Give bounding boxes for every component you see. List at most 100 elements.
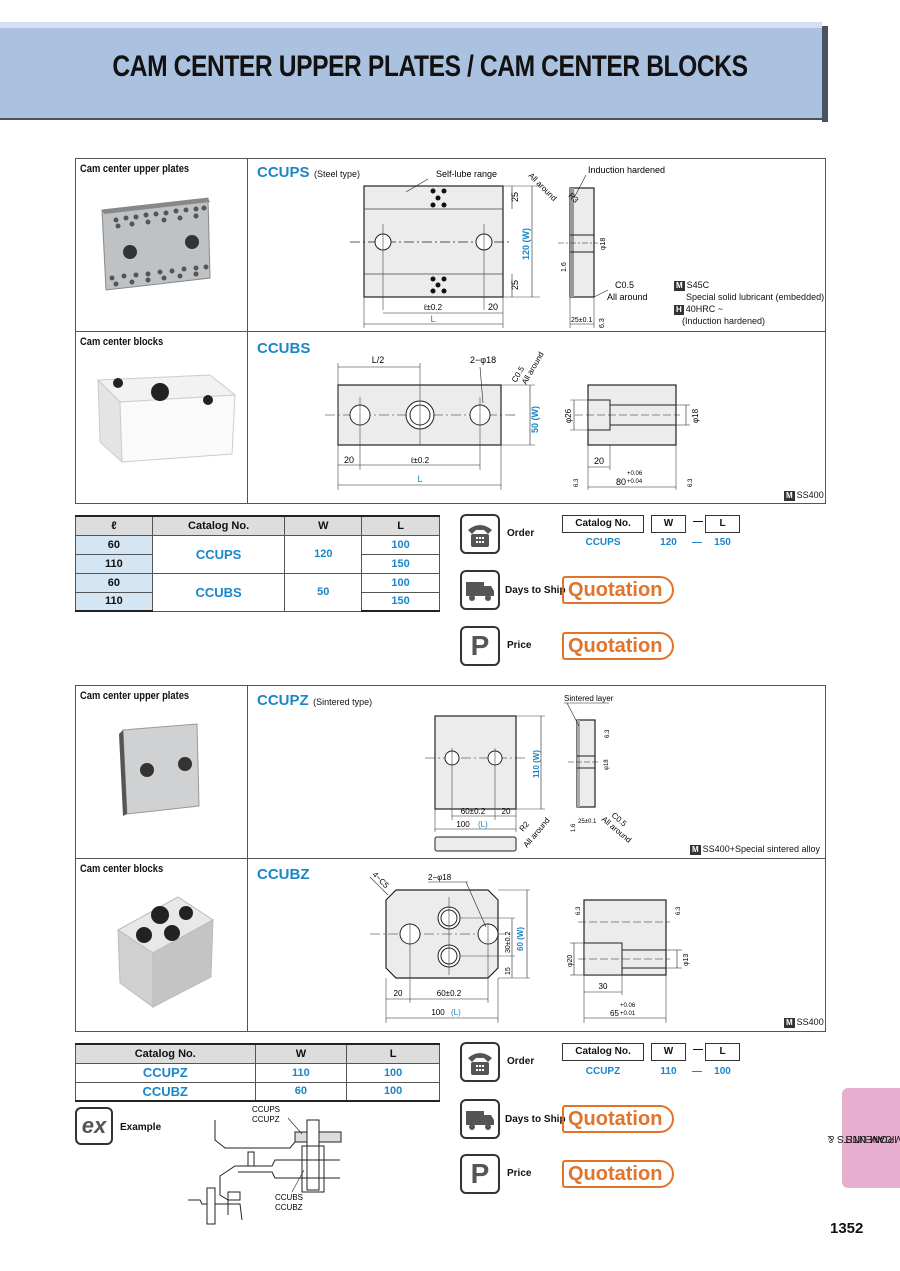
dim-16: 1.6 — [571, 823, 577, 832]
price-icon: P — [460, 626, 500, 666]
table-row: 110 150 — [75, 553, 440, 574]
th-catalog: Catalog No. — [75, 1043, 256, 1064]
phone-icon — [460, 1042, 500, 1082]
page-title: CAM CENTER UPPER PLATES / CAM CENTER BLO… — [112, 50, 748, 83]
th-L: L — [346, 1043, 440, 1064]
dim-L: L — [417, 474, 422, 484]
dim-20: 20 — [502, 807, 511, 816]
dim-25t: 25±0.1 — [578, 819, 597, 825]
dim-65: 65 — [610, 1009, 619, 1018]
example-upper-2: CCUPZ — [252, 1115, 280, 1124]
th-catalog: Catalog No. — [151, 515, 286, 536]
callout-holes: 2−φ18 — [470, 355, 496, 365]
order-box-w: W — [651, 515, 686, 533]
price-icon: P — [460, 1154, 500, 1194]
dim-63a: 6.3 — [574, 478, 580, 487]
dim-w: 110 (W) — [532, 750, 541, 778]
order-example-l: 100 — [714, 1066, 731, 1077]
table-row: CCUBZ 60 100 — [75, 1081, 440, 1102]
tol-minus: +0.04 — [627, 479, 643, 485]
product-label: Cam center upper plates — [80, 163, 190, 175]
product-image-upper-plate-sintered — [119, 723, 200, 816]
order-label: Order — [507, 1056, 535, 1067]
dim-63: 6.3 — [605, 729, 611, 738]
divider — [75, 331, 826, 332]
product-label: Cam center blocks — [80, 336, 164, 348]
order-box-l: L — [705, 1043, 740, 1061]
table-row: 60 CCUBS 50 100 — [75, 572, 440, 612]
order-box-catalog: Catalog No. — [562, 1043, 644, 1061]
page-number: 1352 — [830, 1220, 864, 1237]
tol-plus: +0.06 — [620, 1003, 636, 1009]
dim-100: 100 — [456, 820, 470, 829]
product-image-block-steel — [96, 374, 237, 464]
example-lower-2: CCUBZ — [275, 1203, 303, 1212]
dim-l-tol: ℓ±0.2 — [410, 456, 430, 465]
dim-phi20: φ20 — [567, 955, 574, 967]
price-label: Price — [507, 640, 532, 651]
dim-20b: 20 — [594, 456, 604, 466]
order-example-w: 110 — [660, 1066, 677, 1077]
order-example-dash: — — [692, 1066, 702, 1077]
dim-w: 60 (W) — [516, 927, 525, 951]
callout-holes: 2−φ18 — [428, 873, 452, 882]
spec-table-1: ℓ Catalog No. W L 60 CCUPS 120 100 110 1… — [75, 515, 440, 612]
dim-l2: L/2 — [372, 355, 385, 365]
table-row: 60 CCUPS 120 100 — [75, 534, 440, 574]
side-tab[interactable] — [842, 1088, 900, 1188]
example-icon: ex — [75, 1107, 113, 1145]
dim-63: 6.3 — [599, 318, 606, 328]
days-to-ship-label: Days to Ship — [505, 585, 566, 596]
days-to-ship-value: Quotation — [562, 1105, 675, 1133]
order-example-w: 120 — [660, 537, 677, 548]
dim-16: 1.6 — [561, 262, 568, 272]
dim-80: 80 — [616, 477, 626, 487]
callout-c05: C0.5 — [615, 280, 634, 290]
order-dash: — — [693, 516, 703, 527]
product-image-upper-plate-steel — [101, 197, 211, 291]
dim-L: (L) — [451, 1008, 461, 1017]
price-label: Price — [507, 1168, 532, 1179]
dim-20: 20 — [344, 455, 354, 465]
example-upper-1: CCUPS — [252, 1105, 280, 1114]
product-code-ccupz: CCUPZ (Sintered type) — [257, 692, 373, 709]
banner-shadow — [822, 26, 828, 122]
dim-60: 60±0.2 — [461, 807, 486, 816]
dim-L: L — [430, 314, 435, 324]
phone-icon — [460, 514, 500, 554]
side-tab-label: CAM UNITS &COMPONENTS — [827, 1132, 900, 1144]
example-label: Example — [120, 1122, 162, 1133]
callout-all-around-2: All around — [607, 292, 648, 302]
truck-icon — [460, 1099, 500, 1139]
callout-sintered: Sintered layer — [564, 694, 614, 703]
dim-phi26: φ26 — [564, 408, 573, 423]
product-code-ccubs: CCUBS — [257, 340, 311, 357]
dim-60: 60±0.2 — [437, 989, 462, 998]
price-value: Quotation — [562, 632, 675, 660]
dim-100: 100 — [431, 1008, 445, 1017]
order-example-catalog: CCUPZ — [585, 1066, 621, 1077]
dim-30b: 30 — [599, 982, 608, 991]
th-l: ℓ — [75, 515, 153, 536]
dim-w: 50 (W) — [530, 406, 540, 433]
drawing-ccups: ℓ±0.2 20 L Self-lube range 25 25 120 (W)… — [350, 165, 665, 328]
order-dash: — — [693, 1044, 703, 1055]
spec-table-2: Catalog No. W L CCUPZ 110 100 CCUBZ 60 1… — [75, 1043, 440, 1102]
product-code-ccups: CCUPS (Steel type) — [257, 164, 360, 181]
order-example-catalog: CCUPS — [585, 537, 621, 548]
dim-63b: 6.3 — [688, 478, 694, 487]
dim-63a: 6.3 — [576, 906, 582, 915]
table-row: 110 150 — [75, 591, 440, 612]
tol-plus: +0.06 — [627, 471, 643, 477]
dim-w: 120 (W) — [521, 228, 531, 260]
dim-L: (L) — [478, 820, 488, 829]
product-label: Cam center upper plates — [80, 690, 190, 702]
order-box-catalog: Catalog No. — [562, 515, 644, 533]
dim-15: 15 — [505, 967, 512, 975]
dim-phi18: φ18 — [604, 759, 610, 770]
th-w: W — [284, 515, 363, 536]
dim-phi18: φ18 — [691, 408, 700, 423]
